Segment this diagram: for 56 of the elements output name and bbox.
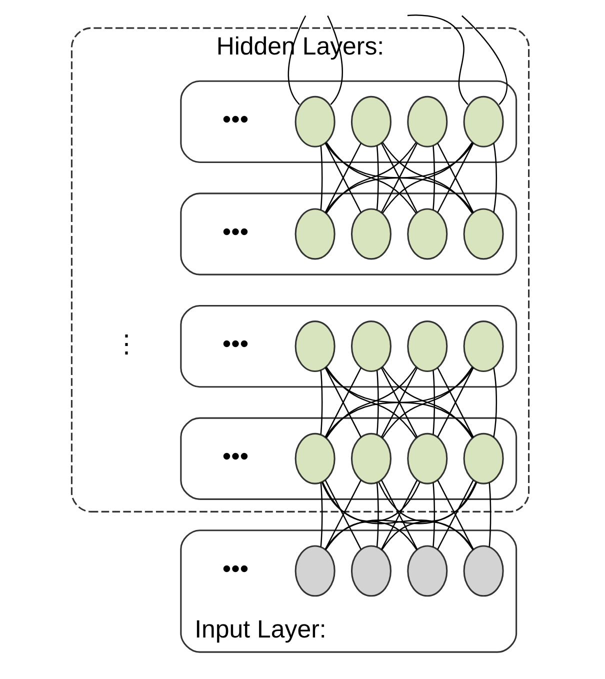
connector [492, 143, 497, 213]
node-circle [294, 96, 335, 148]
node-circle [462, 545, 504, 597]
node-circle [350, 320, 391, 372]
node-text: ••• [222, 106, 248, 134]
connector [492, 368, 497, 438]
node-circle [462, 96, 504, 148]
connector [432, 482, 435, 547]
node-circle [294, 320, 335, 372]
connector [376, 146, 378, 210]
connector [432, 146, 435, 210]
connector [325, 142, 416, 214]
node-text: ••• [222, 442, 248, 471]
cluster [180, 192, 517, 276]
cluster [180, 80, 517, 163]
connector [436, 142, 474, 213]
node-circle [406, 208, 448, 260]
connector [432, 370, 435, 434]
connector [380, 142, 418, 213]
connector [460, 15, 507, 105]
connector [324, 367, 474, 438]
node-circle [462, 320, 504, 372]
connector [325, 366, 416, 438]
node-text: ••• [222, 554, 248, 583]
connector [376, 370, 378, 434]
connector [382, 366, 472, 438]
node-circle [350, 545, 391, 597]
connector [406, 14, 468, 105]
cluster [180, 304, 517, 388]
connector [382, 142, 472, 214]
node-text: ••• [222, 218, 248, 246]
node-circle [462, 432, 504, 484]
node-circle [294, 208, 335, 260]
connector [488, 482, 491, 547]
node-circle [350, 208, 391, 260]
connector [436, 368, 474, 438]
connector [320, 370, 322, 434]
connector [320, 146, 322, 210]
connector [376, 482, 378, 547]
node-circle [406, 432, 448, 484]
node-text: ⋮ [113, 330, 138, 358]
cluster [180, 417, 517, 500]
connector [380, 368, 418, 438]
connector [320, 482, 322, 547]
node-circle [294, 545, 335, 597]
node-circle [406, 320, 448, 372]
node-circle [350, 432, 391, 484]
node-circle [350, 96, 391, 148]
node-circle [406, 96, 448, 148]
connector [436, 480, 474, 550]
connector [380, 480, 418, 550]
node-circle [294, 432, 335, 484]
connector [324, 142, 474, 214]
node-circle [462, 208, 504, 260]
node-circle [406, 545, 448, 597]
node-text: ••• [222, 330, 248, 358]
